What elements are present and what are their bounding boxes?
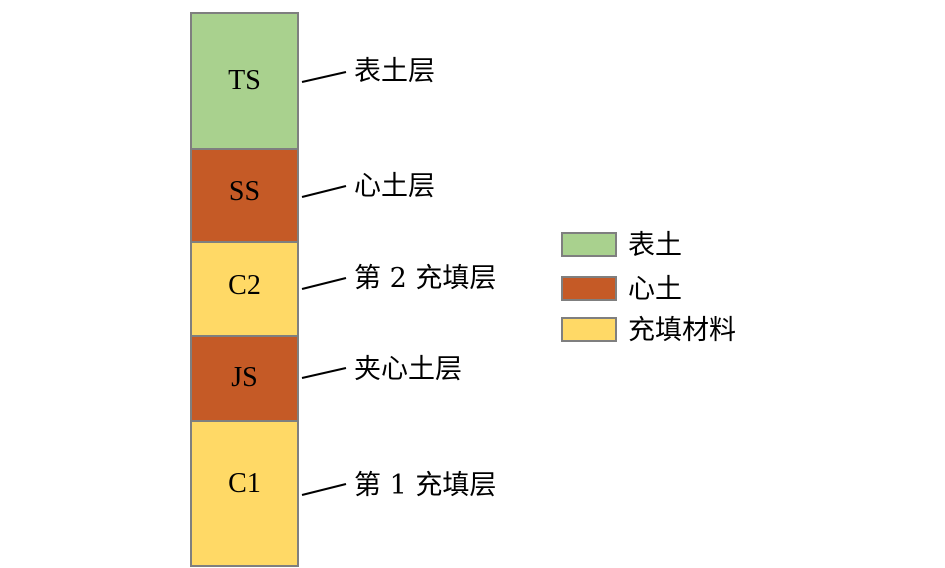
leader-line-c2 — [301, 277, 347, 290]
legend-label-fill: 充填材料 — [628, 315, 736, 346]
legend-item-fill: 充填材料 — [561, 315, 736, 346]
layer-c1: C1 第 1 充填层 — [190, 420, 496, 567]
layer-name-ts: 表土层 — [354, 56, 435, 87]
layer-block-ss — [190, 148, 299, 243]
leader-line-ss — [301, 185, 347, 198]
layer-code-js: JS — [231, 362, 257, 393]
layer-ts: TS 表土层 — [190, 12, 435, 150]
layer-block-c2 — [190, 241, 299, 337]
layer-ss: SS 心土层 — [190, 148, 435, 243]
legend-swatch-topsoil — [561, 232, 617, 257]
layer-block-js — [190, 335, 299, 422]
leader-line-c1 — [301, 483, 347, 496]
legend-item-subsoil: 心土 — [561, 274, 682, 305]
layer-name-js: 夹心土层 — [354, 354, 462, 385]
layer-block-ts — [190, 12, 299, 150]
soil-column: TS 表土层 SS 心土层 C2 第 2 充填层 JS 夹心土层 — [190, 12, 496, 567]
layer-name-c2: 第 2 充填层 — [354, 263, 496, 294]
legend-item-topsoil: 表土 — [561, 230, 682, 261]
layer-code-c2: C2 — [228, 270, 261, 301]
layer-name-c1: 第 1 充填层 — [354, 470, 496, 501]
layer-code-ss: SS — [229, 176, 260, 207]
legend-swatch-subsoil — [561, 276, 617, 301]
layer-js: JS 夹心土层 — [190, 335, 462, 422]
layer-code-c1: C1 — [228, 468, 261, 499]
legend-label-topsoil: 表土 — [628, 230, 682, 261]
legend-label-subsoil: 心土 — [628, 274, 682, 305]
legend-swatch-fill — [561, 317, 617, 342]
layer-name-ss: 心土层 — [354, 171, 435, 202]
leader-line-ts — [301, 71, 347, 83]
layer-c2: C2 第 2 充填层 — [190, 241, 496, 337]
legend: 表土 心土 充填材料 — [561, 230, 736, 346]
layer-block-c1 — [190, 420, 299, 567]
leader-line-js — [301, 367, 347, 379]
layer-code-ts: TS — [228, 65, 261, 96]
